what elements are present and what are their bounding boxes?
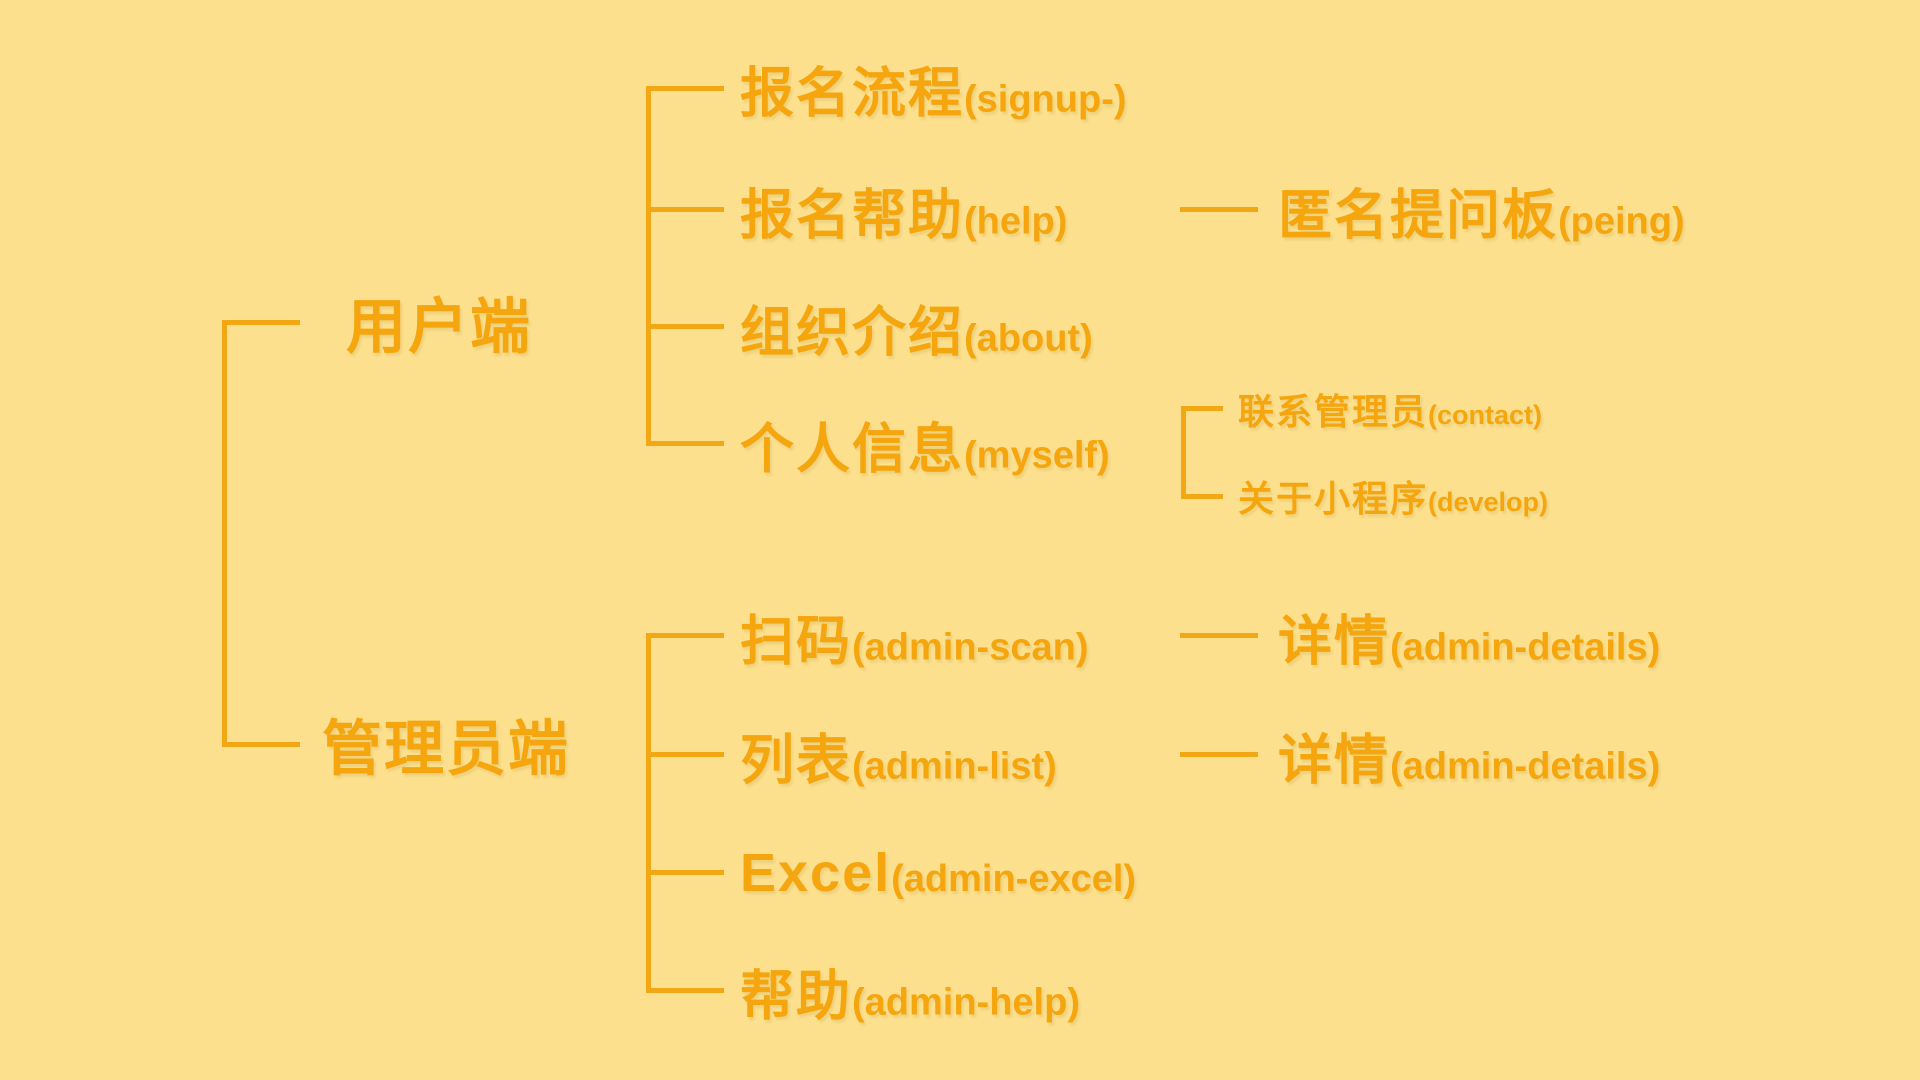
node-peing-board-title: 匿名提问板 bbox=[1278, 185, 1558, 246]
node-user-side-label: 用户端 bbox=[346, 293, 532, 361]
node-help-route: (help) bbox=[964, 200, 1068, 243]
node-myself: 个人信息(myself) bbox=[740, 405, 1110, 484]
node-admin-help-route: (admin-help) bbox=[852, 981, 1080, 1024]
node-help-title: 报名帮助 bbox=[740, 185, 964, 246]
connector-myself-arm-1 bbox=[1181, 406, 1223, 411]
node-admin-list-title: 列表 bbox=[740, 730, 852, 791]
connector-list-to-details bbox=[1180, 752, 1258, 757]
node-admin-list-details-title: 详情 bbox=[1278, 730, 1390, 791]
connector-user-arm-4 bbox=[646, 441, 724, 446]
node-about-miniprogram-route: (develop) bbox=[1428, 487, 1549, 517]
node-myself-route: (myself) bbox=[964, 434, 1110, 477]
node-admin-scan: 扫码(admin-scan) bbox=[740, 597, 1088, 676]
node-signup-route: (signup-) bbox=[964, 78, 1127, 121]
node-about-title: 组织介绍 bbox=[740, 302, 964, 363]
connector-scan-to-details bbox=[1180, 633, 1258, 638]
node-admin-help-title: 帮助 bbox=[740, 966, 852, 1027]
connector-root-top-arm bbox=[222, 320, 300, 325]
connector-admin-arm-3 bbox=[646, 870, 724, 875]
connector-admin-arm-2 bbox=[646, 752, 724, 757]
connector-myself-arm-2 bbox=[1181, 494, 1223, 499]
node-admin-list: 列表(admin-list) bbox=[740, 716, 1057, 795]
connector-admin-arm-4 bbox=[646, 988, 724, 993]
node-contact-admin-title: 联系管理员 bbox=[1238, 391, 1429, 432]
node-admin-scan-details-title: 详情 bbox=[1278, 611, 1390, 672]
connector-user-arm-3 bbox=[646, 324, 724, 329]
node-about-miniprogram: 关于小程序(develop) bbox=[1238, 470, 1548, 522]
node-about-miniprogram-title: 关于小程序 bbox=[1238, 478, 1429, 519]
node-admin-excel-route: (admin-excel) bbox=[891, 858, 1137, 900]
node-myself-title: 个人信息 bbox=[740, 419, 964, 480]
node-signup: 报名流程(signup-) bbox=[740, 49, 1127, 128]
connector-user-arm-1 bbox=[646, 86, 724, 91]
node-admin-list-details-route: (admin-details) bbox=[1390, 745, 1661, 788]
connector-myself-spine bbox=[1181, 406, 1186, 499]
connector-user-arm-2 bbox=[646, 207, 724, 212]
connector-admin-spine bbox=[646, 633, 651, 993]
node-about: 组织介绍(about) bbox=[740, 288, 1093, 367]
node-contact-admin: 联系管理员(contact) bbox=[1238, 383, 1542, 435]
node-admin-excel: Excel(admin-excel) bbox=[740, 842, 1136, 904]
node-admin-list-details: 详情(admin-details) bbox=[1278, 716, 1660, 795]
node-admin-scan-details: 详情(admin-details) bbox=[1278, 597, 1660, 676]
node-signup-title: 报名流程 bbox=[740, 63, 964, 124]
node-admin-list-route: (admin-list) bbox=[852, 745, 1057, 788]
connector-root-bottom-arm bbox=[222, 742, 300, 747]
node-help: 报名帮助(help) bbox=[740, 171, 1067, 250]
node-user-side: 用户端 bbox=[346, 279, 532, 366]
node-peing-board: 匿名提问板(peing) bbox=[1278, 171, 1685, 250]
node-admin-excel-title: Excel bbox=[740, 843, 892, 903]
node-admin-help: 帮助(admin-help) bbox=[740, 952, 1080, 1031]
connector-admin-arm-1 bbox=[646, 633, 724, 638]
node-about-route: (about) bbox=[964, 317, 1093, 360]
node-admin-scan-details-route: (admin-details) bbox=[1390, 626, 1661, 669]
node-admin-side-label: 管理员端 bbox=[322, 715, 570, 783]
node-admin-side: 管理员端 bbox=[322, 701, 570, 788]
connector-user-spine bbox=[646, 86, 651, 446]
node-admin-scan-route: (admin-scan) bbox=[852, 626, 1089, 669]
connector-help-to-peing bbox=[1180, 207, 1258, 212]
connector-root-spine bbox=[222, 320, 227, 747]
node-peing-board-route: (peing) bbox=[1558, 200, 1685, 243]
node-admin-scan-title: 扫码 bbox=[740, 611, 852, 672]
node-contact-admin-route: (contact) bbox=[1428, 400, 1543, 430]
